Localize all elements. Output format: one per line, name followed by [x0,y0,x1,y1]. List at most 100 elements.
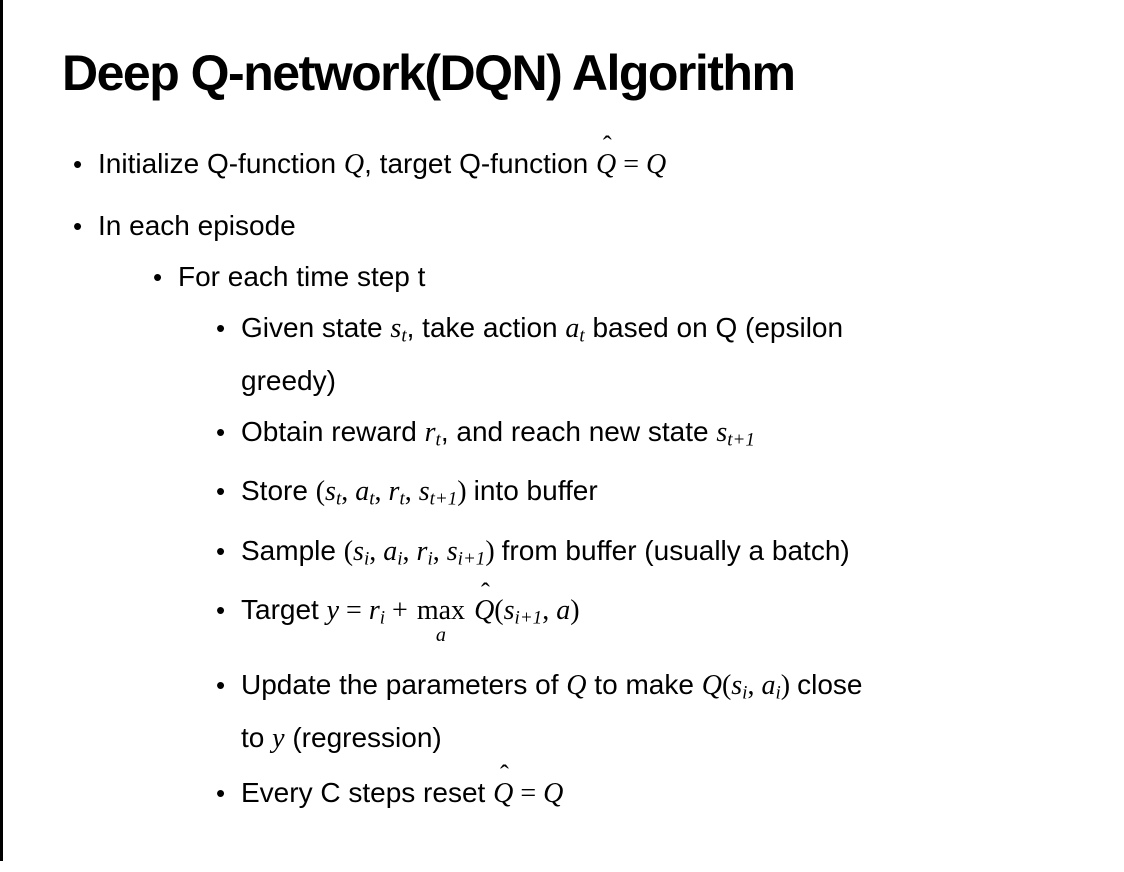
math-run: a [556,595,571,627]
math-run: si+1 [503,595,543,629]
math-run: ) [457,476,474,508]
text-run: to make [586,669,702,701]
math-run: , [542,595,557,627]
text-run: , target Q-function [364,148,597,179]
hat-base: Q [493,777,514,809]
text-run: close [797,669,863,701]
math-run: ai [383,535,403,570]
bullet-list: • Initialize Q-function Q, target Q-funct… [0,132,1124,823]
bullet-text: Initialize Q-function Q, target Q-functi… [98,132,667,187]
hat-accent-icon: ˆ [602,130,612,161]
math-run: , [747,670,762,702]
bullet-text: Store (st, at, rt, st+1) into buffer [241,469,598,522]
text-run: Store [241,475,316,507]
math-run [467,595,474,626]
bullet-text: Update the parameters of Q to make Q(si,… [241,663,862,761]
math-run: , [432,535,447,567]
math-run: st [325,476,342,510]
math-run: = [513,777,544,809]
slide-title: Deep Q-network(DQN) Algorithm [62,45,796,101]
math-run: st+1 [716,416,755,451]
bullet-text: Sample (si, ai, ri, si+1) from buffer (u… [241,529,850,582]
bullet-marker-icon: • [216,595,226,626]
text-run: based on Q (epsilon [584,312,844,343]
hat-base: Q [596,149,617,180]
list-item: •Update the parameters of Q to make Q(si… [216,663,1124,761]
math-run: si+1 [446,535,486,570]
math-subscript: i [427,548,433,570]
list-item: • In each episode [73,204,1124,248]
math-subscript: i+1 [457,548,486,570]
text-run: , and reach new state [440,415,717,447]
math-run: = [616,149,647,180]
math-run: , [404,476,419,508]
math-run: at [355,476,375,510]
math-run: ri [368,595,386,629]
math-run: , [374,476,389,508]
bullet-marker-icon: • [216,416,226,447]
math-run: , [402,535,417,567]
math-run: Q [343,149,365,180]
bullet-marker-icon: • [216,777,226,808]
math-subscript: t [399,488,405,510]
munder-base: max [416,594,466,626]
hat-accent-icon: ˆ [499,759,509,790]
math-run: y [272,722,285,754]
math-run: ( [315,476,326,508]
slide-edge-line [0,0,3,861]
math-run: = [339,595,369,627]
munder-script: a [435,624,446,647]
math-run: Q [646,149,667,180]
text-run: from buffer (usually a batch) [501,534,850,566]
bullet-marker-icon: • [73,211,83,241]
text-run: greedy) [241,364,336,396]
math-subscript: i [363,548,370,570]
math-run: Q [701,670,722,702]
math-subscript: t [401,325,407,347]
math-run: ) [485,535,502,567]
text-run: (regression) [284,721,442,753]
math-subscript: i [775,682,781,704]
bullet-marker-icon: • [153,262,163,292]
math-run: ( [494,595,504,627]
text-run: Sample [241,534,344,566]
math-run: ai [761,670,781,704]
text-run: In each episode [98,210,296,241]
math-subscript: t [435,429,441,451]
hat-base: Q [474,595,495,627]
bullet-text: For each time step t [178,255,425,299]
math-run: + [385,595,415,627]
text-run: Every C steps reset [241,776,494,808]
text-run: Target [241,594,327,626]
list-item: •Obtain reward rt, and reach new state s… [216,410,1124,463]
math-run: si [353,535,370,570]
bullet-text: In each episode [98,204,296,248]
math-run: Q [566,670,587,702]
math-run: y [326,595,340,627]
math-subscript: t [369,488,375,510]
math-subscript: t [579,325,585,347]
text-run: , take action [406,312,566,343]
math-run: st [390,313,407,347]
text-run: Obtain reward [241,415,425,447]
bullet-marker-icon: • [216,535,226,566]
hat-accent-icon: ˆ [480,576,490,607]
math-run: ) [780,670,798,702]
math-subscript: i+1 [514,607,543,629]
bullet-marker-icon: • [216,313,226,343]
text-run: Given state [241,312,391,343]
list-item: •Store (st, at, rt, st+1) into buffer [216,469,1124,522]
text-run: For each time step t [178,261,426,292]
math-run: Q [543,777,564,809]
math-run: ( [721,670,732,702]
list-item: • For each time step t [153,255,1124,299]
math-run: rt [388,476,405,510]
math-run: at [565,313,585,347]
